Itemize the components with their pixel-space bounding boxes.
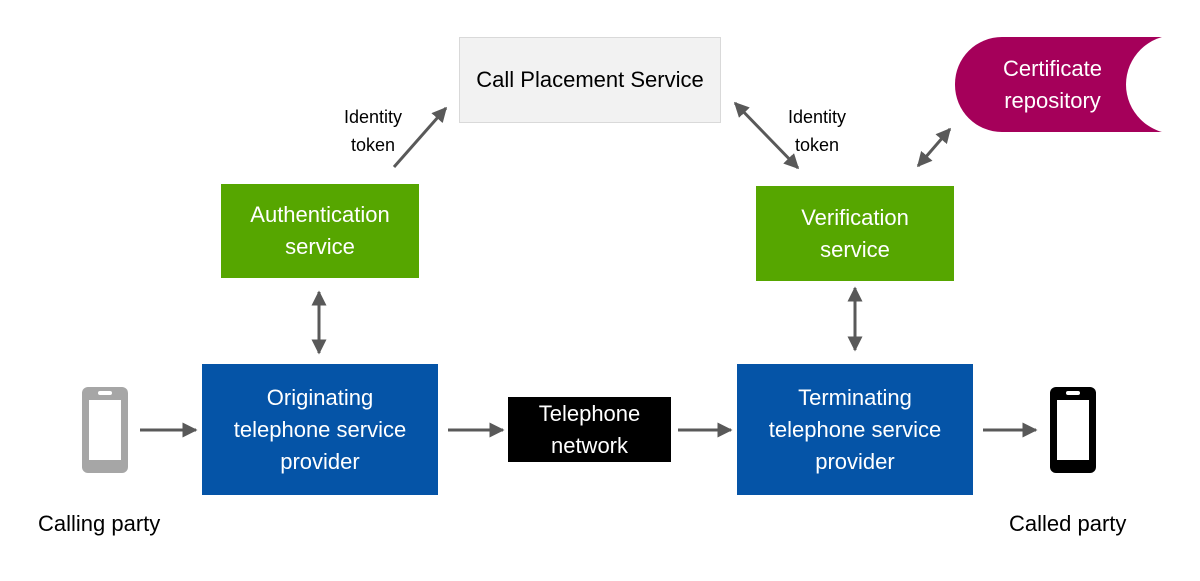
arrow-verify-certrepo (916, 127, 952, 168)
certificate-repository-box: Certificate repository (955, 37, 1170, 132)
phone-icon (82, 387, 128, 473)
originating-provider-box: Originating telephone service provider (202, 364, 438, 495)
verification-service-label: Verification service (801, 204, 909, 262)
certificate-repository-label: Certificate repository (1002, 55, 1103, 113)
arrow-callplacement-verify (733, 101, 800, 170)
identity-token-label-left: Identity token (343, 107, 403, 155)
verification-service-box: Verification service (756, 186, 954, 281)
terminating-provider-label: Terminating telephone service provider (768, 384, 942, 474)
calling-party-label: Calling party (38, 511, 161, 536)
telephone-network-label: Telephone network (538, 400, 641, 458)
phone-icon (1050, 387, 1096, 473)
arrow-auth-to-callplacement (392, 106, 448, 168)
originating-provider-label: Originating telephone service provider (233, 384, 407, 474)
authentication-service-box: Authentication service (221, 184, 419, 278)
call-placement-service-box: Call Placement Service (459, 37, 721, 123)
certificate-repository-notch (1126, 37, 1170, 132)
call-placement-service-label: Call Placement Service (476, 67, 704, 92)
telephone-network-box: Telephone network (508, 397, 671, 462)
terminating-provider-box: Terminating telephone service provider (737, 364, 973, 495)
identity-token-label-right: Identity token (787, 107, 847, 155)
called-party-label: Called party (1009, 511, 1127, 536)
authentication-service-label: Authentication service (250, 202, 390, 259)
